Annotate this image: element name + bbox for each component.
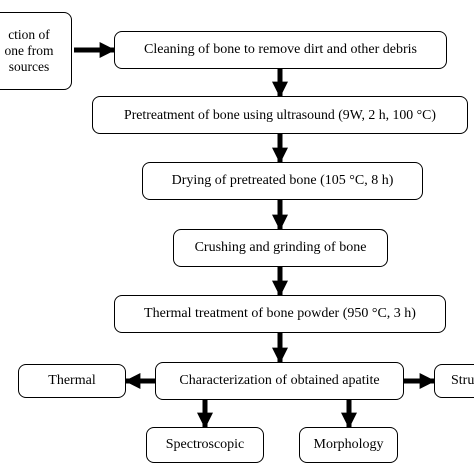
characterization-box: Characterization of obtained apatite <box>155 362 404 400</box>
collection-line-3: sources <box>8 59 50 75</box>
thermal-treatment-box: Thermal treatment of bone powder (950 °C… <box>114 295 446 333</box>
structural-box: Stru <box>434 364 474 398</box>
drying-box: Drying of pretreated bone (105 °C, 8 h) <box>142 162 423 200</box>
collection-line-2: one from <box>4 42 54 58</box>
collection-box: ction of one from sources <box>0 12 72 90</box>
spectroscopic-box: Spectroscopic <box>146 427 264 463</box>
morphology-box: Morphology <box>299 427 398 463</box>
cleaning-box: Cleaning of bone to remove dirt and othe… <box>114 31 447 69</box>
pretreatment-box: Pretreatment of bone using ultrasound (9… <box>92 96 468 134</box>
thermal-box: Thermal <box>18 364 126 398</box>
crushing-box: Crushing and grinding of bone <box>173 229 388 267</box>
collection-line-1: ction of <box>8 26 50 42</box>
